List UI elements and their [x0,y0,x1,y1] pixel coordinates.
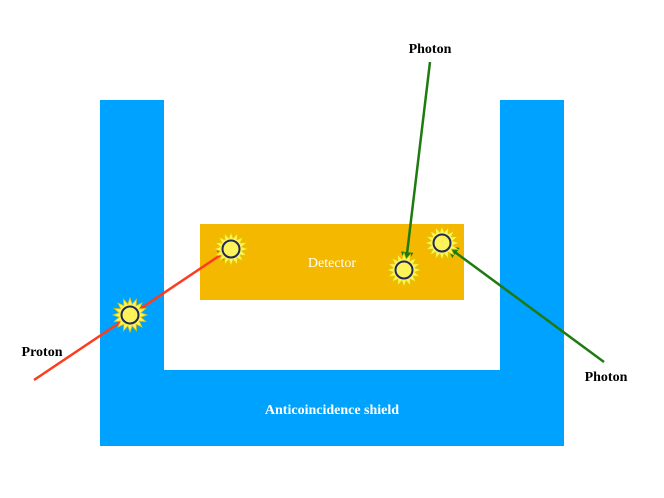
hit-ring [221,239,241,259]
hit-ring [432,233,452,253]
starburst-icon [111,296,149,334]
proton-label: Proton [22,345,63,360]
photon-hit-in-detector-edge-flash [423,224,461,262]
starburst-icon [423,224,461,262]
hit-ring [120,305,140,325]
detector-box [200,224,464,300]
photon-hit-in-detector-flash [385,251,423,289]
shield-label: Anticoincidence shield [265,403,399,418]
photon-top-arrow [400,61,432,265]
hit-in-shield-flash [111,296,149,334]
photon-right-label: Photon [585,370,628,385]
shield-right-wall [500,100,564,380]
starburst-icon [212,230,250,268]
shield-base [100,370,564,446]
starburst-icon [385,251,423,289]
photon-right-arrow [445,245,605,364]
shield-left-wall [100,100,164,380]
proton-hit-in-detector-flash [212,230,250,268]
photon-top-label: Photon [409,42,452,57]
detector-label: Detector [308,256,357,271]
hit-ring [394,260,414,280]
